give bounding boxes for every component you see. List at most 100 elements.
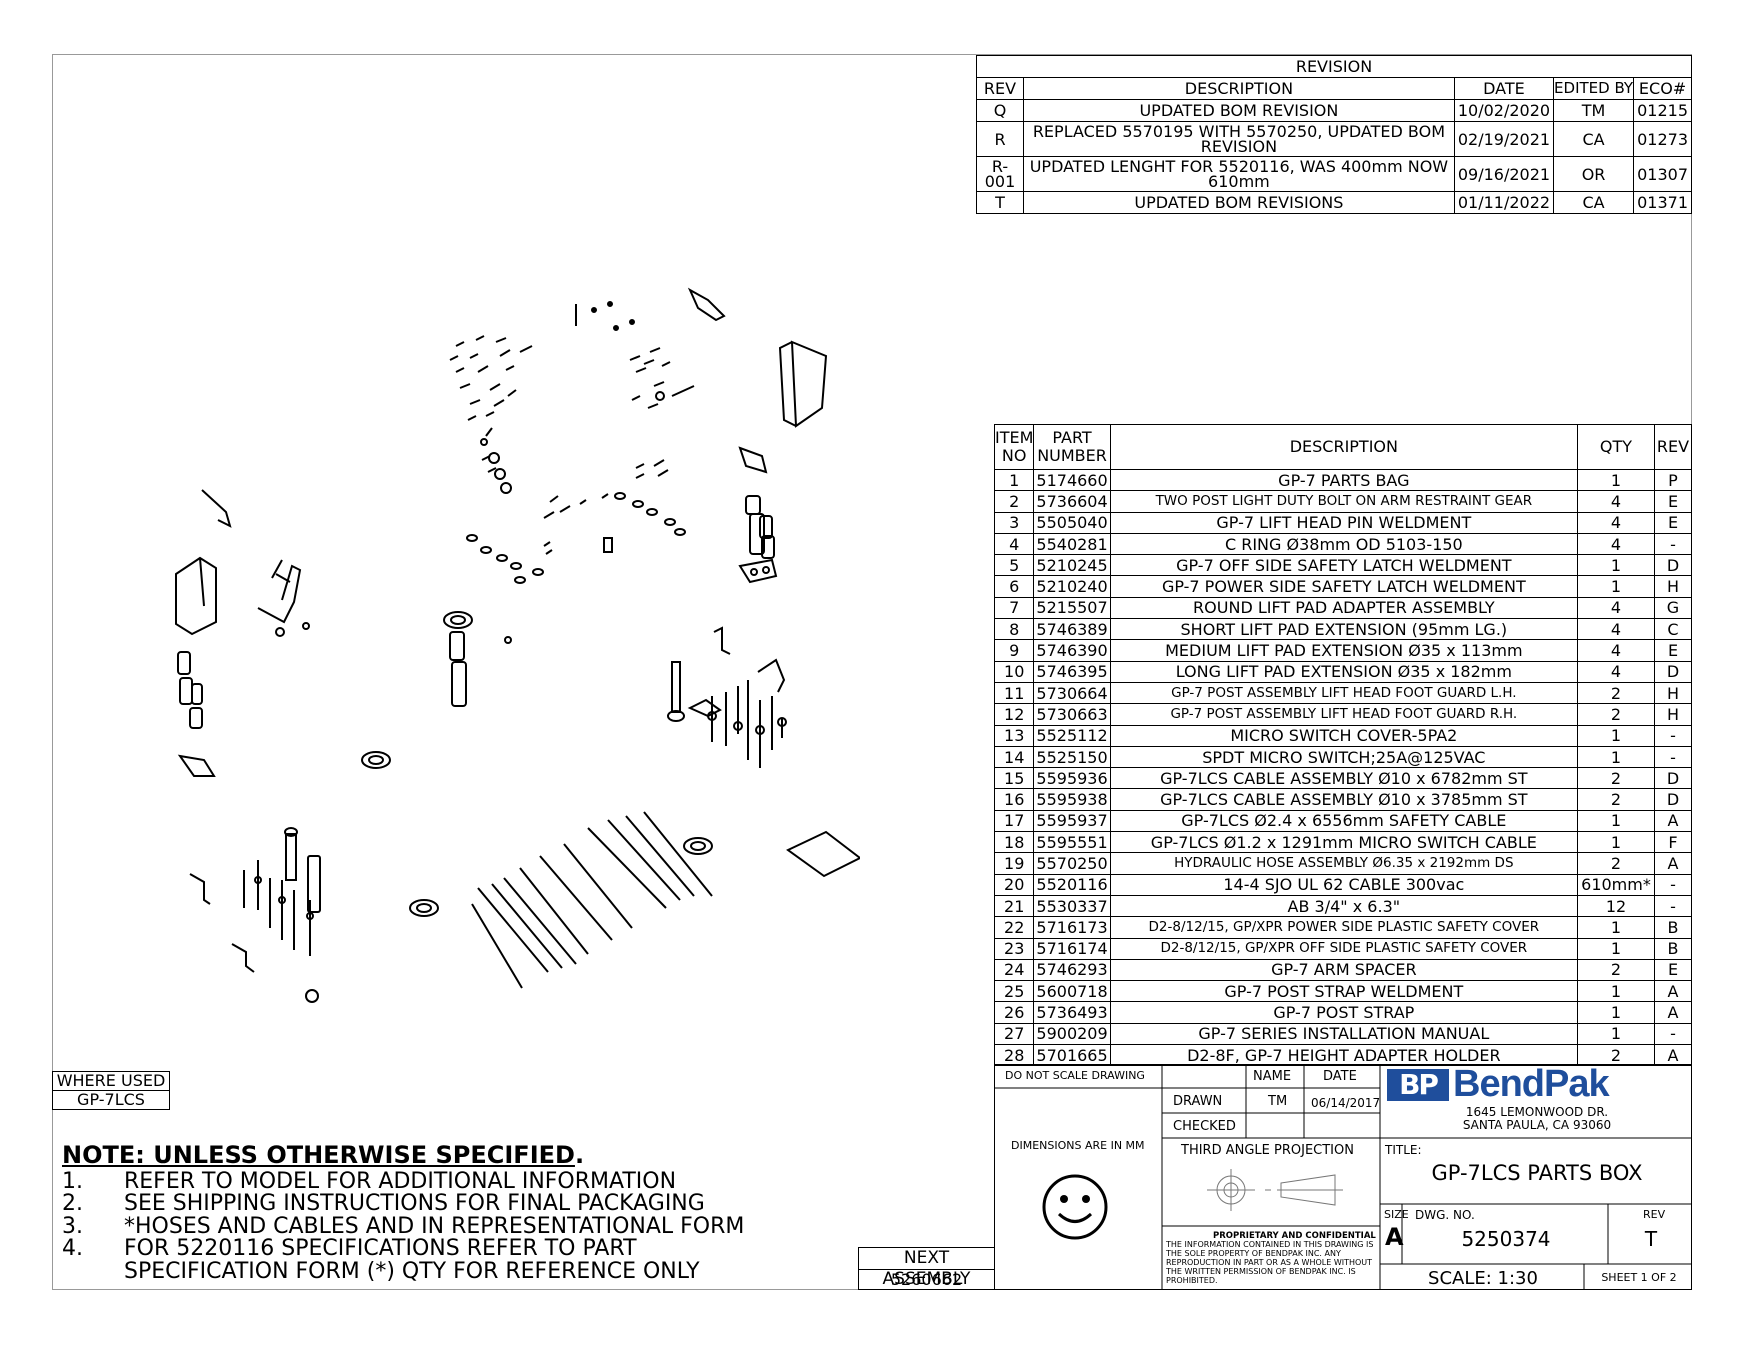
table-row: R REPLACED 5570195 WITH 5570250, UPDATED… <box>976 121 1692 157</box>
qty-cell: 2 <box>1577 767 1655 790</box>
part-number-cell: 5530337 <box>1033 894 1111 918</box>
qty-cell: 1 <box>1577 554 1655 577</box>
part-number-cell: 5525150 <box>1033 745 1111 769</box>
dwg-no-label: DWG. NO. <box>1415 1208 1475 1222</box>
bolt-group-right <box>667 661 787 768</box>
description-cell: GP-7 SERIES INSTALLATION MANUAL <box>1109 1022 1579 1046</box>
part-number-cell: 5595936 <box>1033 767 1111 790</box>
projection-label: THIRD ANGLE PROJECTION <box>1181 1143 1354 1158</box>
qty-cell: 1 <box>1577 745 1655 769</box>
item-no-cell: 20 <box>993 873 1035 896</box>
description-cell: HYDRAULIC HOSE ASSEMBLY Ø6.35 x 2192mm D… <box>1109 852 1579 875</box>
description-cell: GP-7 POST STRAP WELDMENT <box>1109 980 1579 1003</box>
qty-cell: 2 <box>1577 958 1655 982</box>
rev-value: T <box>1644 1227 1658 1251</box>
part-number-cell: 5525112 <box>1033 724 1111 747</box>
qty-col-header: QTY <box>1577 424 1655 470</box>
description-cell: MICRO SWITCH COVER-5PA2 <box>1109 724 1579 747</box>
part-number-cell: 5716173 <box>1033 916 1111 939</box>
drawn-name: TM <box>1268 1094 1288 1109</box>
rev-cell: - <box>1654 724 1692 747</box>
part-number-cell: 5746389 <box>1033 618 1111 641</box>
bom-header-row: ITEM NO PART NUMBER DESCRIPTION QTY REV <box>993 424 1692 470</box>
description-cell: D2-8/12/15, GP/XPR OFF SIDE PLASTIC SAFE… <box>1109 937 1579 960</box>
item-no-cell: 1 <box>993 468 1035 492</box>
part-number-cell: 5746390 <box>1033 639 1111 662</box>
rev-cell: G <box>1654 596 1692 620</box>
item-no-cell: 15 <box>993 767 1035 790</box>
part-number-cell: 5746293 <box>1033 958 1111 982</box>
qty-cell: 1 <box>1577 575 1655 598</box>
qty-cell: 4 <box>1577 532 1655 556</box>
parts-line-art <box>175 287 860 1003</box>
where-used-label: WHERE USED <box>52 1071 170 1091</box>
qty-cell: 1 <box>1577 1001 1655 1024</box>
description-cell: TWO POST LIGHT DUTY BOLT ON ARM RESTRAIN… <box>1109 490 1579 513</box>
rev-cell: - <box>1654 745 1692 769</box>
description-col-header: DESCRIPTION <box>1109 424 1579 470</box>
power-side-cover-part <box>175 556 217 636</box>
item-no-cell: 12 <box>993 703 1035 726</box>
item-no-cell: 6 <box>993 575 1035 598</box>
description-cell: GP-7 POST STRAP <box>1109 1001 1579 1024</box>
notes-block: NOTE: UNLESS OTHERWISE SPECIFIED. 1.REFE… <box>62 1143 744 1283</box>
description-cell: GP-7LCS Ø2.4 x 6556mm SAFETY CABLE <box>1109 809 1579 833</box>
qty-cell: 1 <box>1577 831 1655 854</box>
description-cell: 14-4 SJO UL 62 CABLE 300vac <box>1109 873 1579 896</box>
next-assembly-label: NEXT ASSEMBLY <box>858 1247 995 1289</box>
part-number-cell: 5215507 <box>1033 596 1111 620</box>
lift-pad-adapter <box>683 837 713 855</box>
part-number-cell: 5730664 <box>1033 681 1111 705</box>
safety-cover-part <box>778 340 828 428</box>
next-assembly-value: 5260662 <box>858 1269 995 1290</box>
qty-cell: 4 <box>1577 511 1655 534</box>
description-cell: GP-7 PARTS BAG <box>1109 468 1579 492</box>
rev-cell: C <box>1654 618 1692 641</box>
bendpak-logo-mark: BP <box>1387 1069 1449 1101</box>
item-no-cell: 17 <box>993 809 1035 833</box>
part-number-cell: 5701665 <box>1033 1044 1111 1067</box>
rev-cell: D <box>1654 788 1692 811</box>
description-cell: LONG LIFT PAD EXTENSION Ø35 x 182mm <box>1109 660 1579 683</box>
part-number-col-header: PART NUMBER <box>1033 424 1111 470</box>
item-no-cell: 19 <box>993 852 1035 875</box>
qty-cell: 1 <box>1577 916 1655 939</box>
rev-cell: E <box>1654 511 1692 534</box>
description-cell: GP-7 OFF SIDE SAFETY LATCH WELDMENT <box>1109 554 1579 577</box>
qty-cell: 610mm* <box>1577 873 1655 896</box>
rev-cell: E <box>1654 958 1692 982</box>
rev-cell: - <box>1654 873 1692 896</box>
rev-cell: - <box>1654 532 1692 556</box>
rev-label: REV <box>1643 1208 1666 1221</box>
item-no-cell: 2 <box>993 490 1035 513</box>
rev-cell: D <box>1654 767 1692 790</box>
description-col-header: DESCRIPTION <box>1023 77 1455 100</box>
qty-cell: 4 <box>1577 490 1655 513</box>
rev-cell: H <box>1654 703 1692 726</box>
date-label: DATE <box>1323 1069 1357 1084</box>
item-no-cell: 16 <box>993 788 1035 811</box>
description-cell: ROUND LIFT PAD ADAPTER ASSEMBLY <box>1109 596 1579 620</box>
revision-table: REVISION REV DESCRIPTION DATE EDITED BY … <box>976 55 1692 214</box>
rev-cell: A <box>1654 1001 1692 1024</box>
title-block: DO NOT SCALE DRAWING NAME DATE DRAWN TM … <box>994 1063 1692 1290</box>
bolt-cluster-top <box>449 301 695 446</box>
qty-cell: 12 <box>1577 894 1655 918</box>
bolt-group-bottom-left <box>243 827 321 1003</box>
part-number-cell: 5505040 <box>1033 511 1111 534</box>
scale-text: SCALE: 1:30 <box>1428 1268 1538 1289</box>
part-number-cell: 5520116 <box>1033 873 1111 896</box>
rev-cell: - <box>1654 894 1692 918</box>
address-line-2: SANTA PAULA, CA 93060 <box>1462 1118 1612 1132</box>
